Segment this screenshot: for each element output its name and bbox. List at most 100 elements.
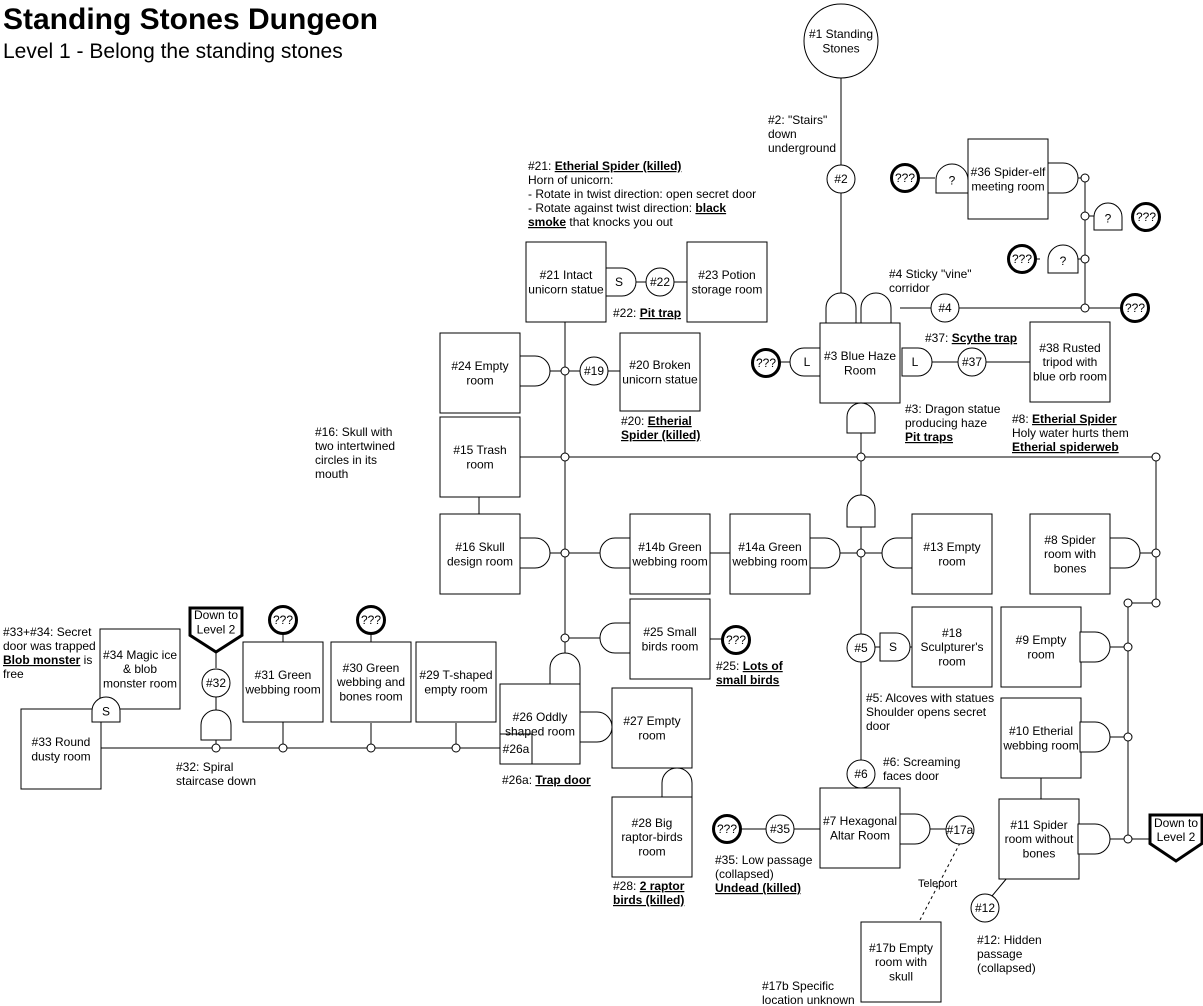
rooms-and-doors — [20, 3, 1203, 1003]
room-r11 — [998, 798, 1080, 880]
room-r16 — [439, 513, 521, 595]
note-n37: #37: Scythe trap — [925, 331, 1017, 345]
node-label-c35: #35 — [770, 822, 790, 836]
room-r21 — [525, 241, 607, 323]
door-icon — [549, 652, 581, 685]
room-r18 — [911, 606, 993, 688]
note-n4: #4 Sticky "vine"corridor — [889, 267, 972, 295]
room-r25 — [629, 598, 711, 680]
door-icon — [809, 537, 841, 569]
door-icon — [1079, 721, 1111, 753]
junction — [1151, 598, 1161, 608]
diagram-subtitle: Level 1 - Belong the standing stones — [3, 40, 343, 63]
room-r8 — [1029, 513, 1111, 595]
room-r36 — [967, 138, 1049, 220]
junction — [856, 452, 866, 462]
note-n26a: #26a: Trap door — [502, 773, 591, 787]
junction — [1080, 173, 1090, 183]
node-c2 — [826, 164, 856, 194]
door-label: ? — [949, 174, 956, 188]
room-r33 — [20, 708, 102, 790]
room-r29 — [415, 641, 497, 723]
door-icon — [605, 267, 637, 297]
door-icon — [789, 347, 821, 377]
down-to-level-2-marker — [188, 606, 244, 654]
node-label-c5: #5 — [854, 641, 868, 655]
node-label-c32: #32 — [206, 676, 226, 690]
unknown-label: ??? — [361, 613, 381, 627]
door-label: S — [615, 275, 623, 289]
door-icon — [881, 537, 913, 569]
door-icon — [860, 292, 892, 324]
room-r14b — [629, 513, 711, 595]
unknown-node — [356, 605, 386, 635]
unknown-label: ??? — [756, 356, 776, 370]
door-icon — [579, 711, 613, 743]
note-n22: #22: Pit trap — [613, 306, 681, 320]
room-r23 — [686, 241, 768, 323]
node-c17a — [945, 815, 975, 845]
junction — [560, 452, 570, 462]
node-label-c2: #2 — [834, 172, 848, 186]
door-icon — [825, 292, 857, 324]
room-r9 — [1000, 606, 1082, 688]
door-label: ? — [1105, 212, 1112, 226]
door-icon — [846, 494, 876, 528]
node-label-c19: #19 — [584, 364, 604, 378]
unknown-node — [1007, 244, 1037, 274]
room-label-r26a: #26a — [503, 742, 530, 756]
junction — [1080, 303, 1090, 313]
down-to-level-2-marker — [1148, 813, 1203, 863]
node-c12 — [970, 893, 1000, 923]
room-r30 — [330, 641, 412, 723]
door-icon — [1047, 162, 1079, 194]
door-label: L — [804, 355, 811, 369]
node-label-c22: #22 — [650, 275, 670, 289]
node-c19 — [579, 356, 609, 386]
door-icon — [1047, 244, 1079, 274]
junction — [211, 743, 221, 753]
door-icon — [899, 813, 931, 845]
junction — [1080, 254, 1090, 264]
unknown-label: ??? — [1136, 210, 1156, 224]
unknown-label: ??? — [726, 633, 746, 647]
junction — [1080, 211, 1090, 221]
door-label: L — [912, 355, 919, 369]
room-r15 — [439, 416, 521, 498]
junction — [560, 366, 570, 376]
door-icon — [1093, 202, 1123, 231]
room-r31 — [242, 641, 324, 723]
door-icon — [879, 632, 911, 662]
unknown-node — [890, 163, 920, 193]
junction — [1123, 732, 1133, 742]
door-icon — [91, 696, 121, 723]
room-r3 — [819, 322, 901, 404]
door-icon — [846, 402, 876, 434]
